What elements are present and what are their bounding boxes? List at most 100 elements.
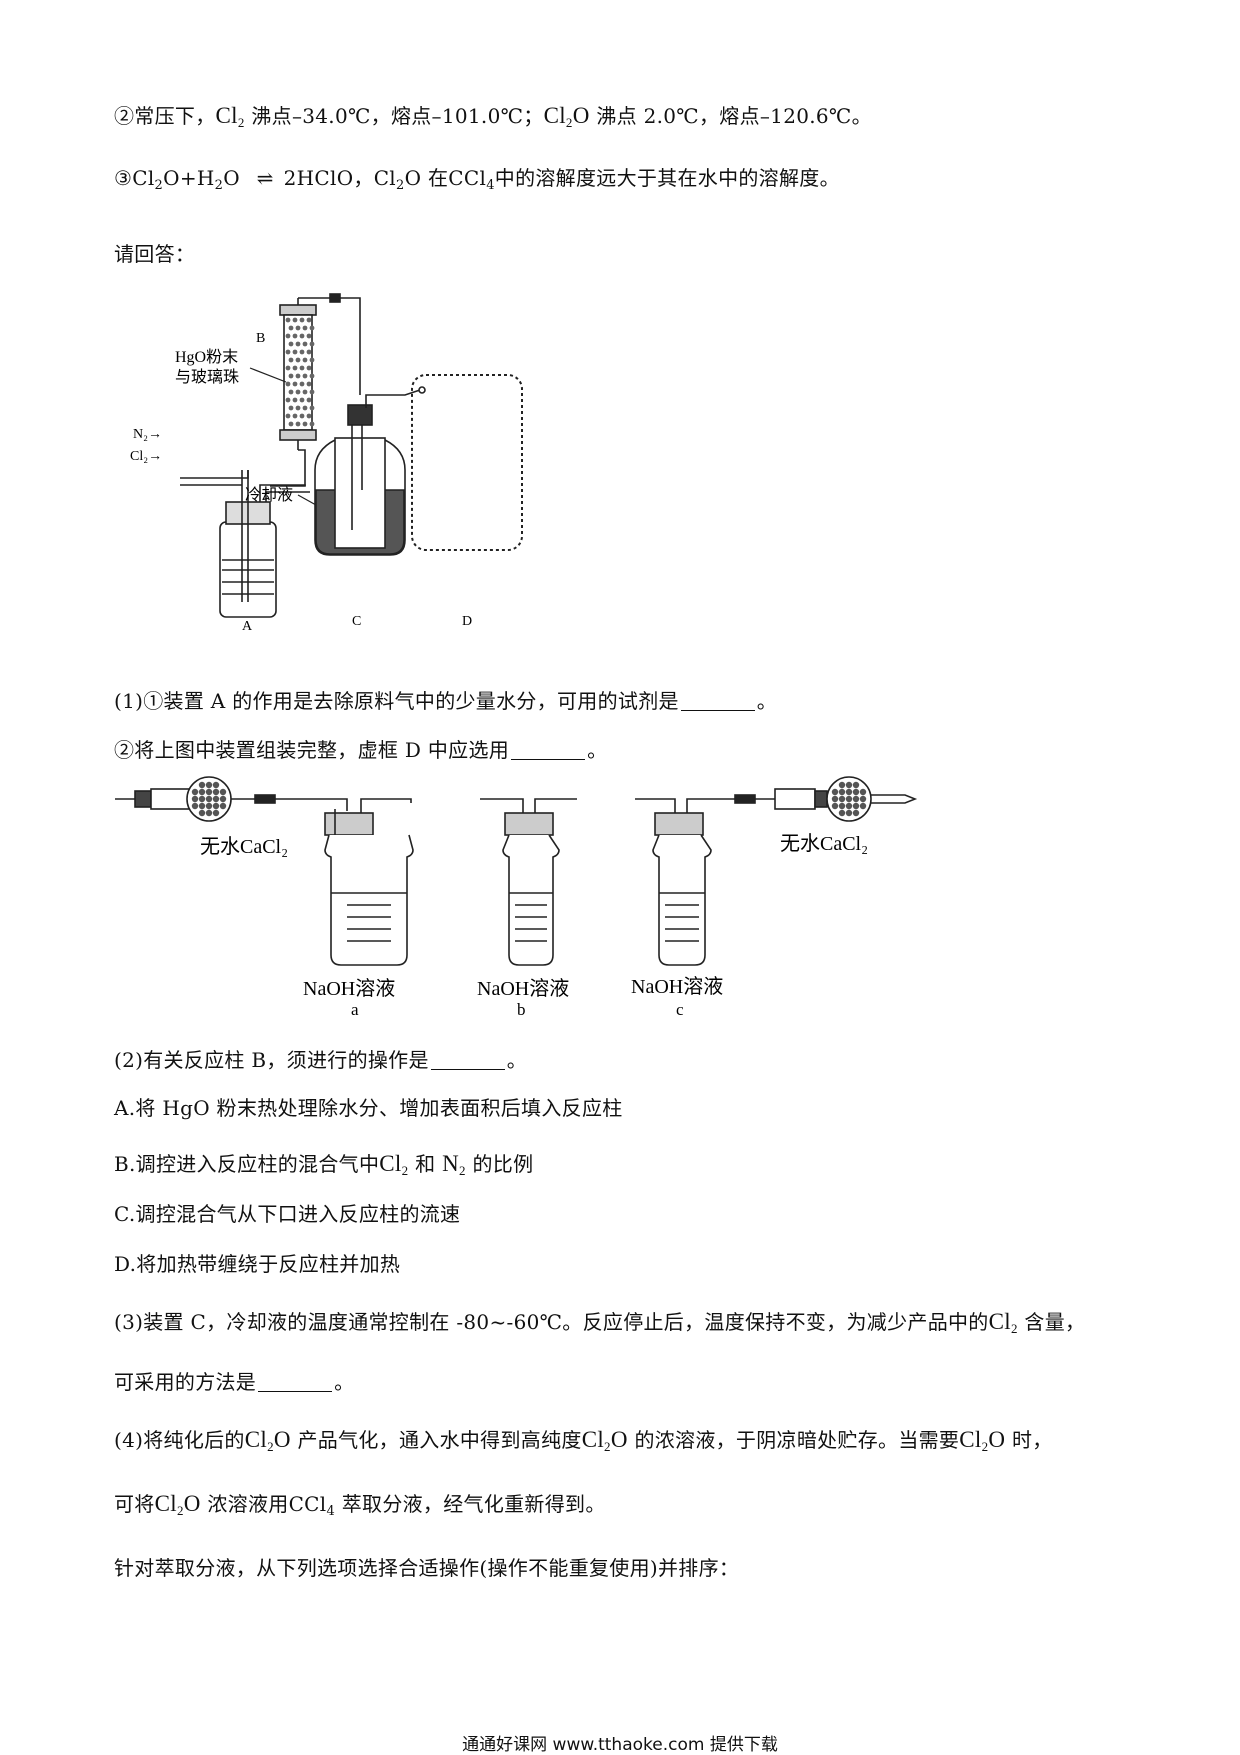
bead [198,802,206,810]
answer-blank[interactable] [680,692,755,711]
equilibrium-arrow: ⇌ [256,166,274,190]
bead [852,795,860,803]
bead [302,325,308,331]
bead [299,349,305,355]
footer: 通通好课网 www.tthaoke.com 提供下载 [462,1735,778,1755]
question-4-cont: 可将Cl2O 浓溶液用CCl4 萃取分液，经气化重新得到。 [114,1491,606,1519]
bead [306,365,312,371]
bead [299,413,305,419]
bead [838,781,846,789]
bead [285,317,291,323]
bead [309,341,315,347]
label-cl2: Cl₂→ [130,449,162,464]
bead [292,413,298,419]
bottle-c [314,386,426,556]
bead [299,317,305,323]
bead [859,802,867,810]
option-b: B.调控进入反应柱的混合气中Cl2 和 N2 的比例 [114,1151,534,1178]
bead [309,421,315,427]
bead [838,802,846,810]
label-naoh-b: NaOH溶液 [477,977,569,1000]
label-cacl2-right: 无水CaCl₂ [780,832,868,855]
bead [198,809,206,817]
question-4: (4)将纯化后的Cl2O 产品气化，通入水中得到高纯度Cl2O 的浓溶液，于阴凉… [114,1427,1053,1454]
bead [219,802,227,810]
question-3-cont: 可采用的方法是。 [114,1370,355,1394]
label-b: b [517,1000,526,1019]
answer-blank[interactable] [258,1373,333,1392]
option-a: A.将 HgO 粉末热处理除水分、增加表面积后填入反应柱 [114,1096,623,1120]
label-b: B [256,331,265,346]
option-a-apparatus [115,776,414,966]
bead [306,381,312,387]
bead [845,788,853,796]
bead [309,373,315,379]
bead [838,795,846,803]
bead [295,405,301,411]
label-hgo-1: HgO粉末 [175,348,238,366]
bead [219,788,227,796]
bead [309,325,315,331]
bead [285,365,291,371]
apparatus-figure: B HgO粉末 与玻璃珠 N₂→ Cl₂→ 冷却液 A C D [130,293,523,634]
label-coolant: 冷却液 [245,486,293,504]
bead [212,802,220,810]
bead [838,809,846,817]
bead [198,788,206,796]
bead [852,781,860,789]
bead [285,349,291,355]
bead [831,795,839,803]
reaction-column-b [270,293,361,487]
option-d: D.将加热带缠绕于反应柱并加热 [114,1252,401,1276]
given-info-2: ②常压下，Cl2 沸点–34.0℃，熔点–101.0℃；Cl2O 沸点 2.0℃… [114,103,872,130]
answer-blank[interactable] [511,741,586,760]
bead [838,788,846,796]
label-a: a [351,1000,359,1019]
bead [859,788,867,796]
answer-blank[interactable] [430,1051,505,1070]
bead [309,405,315,411]
bead [285,413,291,419]
bead [285,381,291,387]
given-info-3: ③Cl2O+H2O ⇌2HClO，Cl2O 在CCl4中的溶解度远大于其在水中的… [114,166,840,193]
bead [205,788,213,796]
label-n2: N₂→ [133,427,162,442]
bead [309,357,315,363]
bead [295,325,301,331]
option-c-apparatus [635,776,918,966]
bead [285,333,291,339]
label-d: D [462,614,472,629]
bead [191,788,199,796]
bead [845,802,853,810]
bead [212,795,220,803]
bead [292,397,298,403]
bead [295,421,301,427]
please-answer: 请回答： [114,242,196,266]
bead [306,317,312,323]
bead [831,788,839,796]
bead [845,809,853,817]
question-1-1: (1)①装置 A 的作用是去除原料气中的少量水分，可用的试剂是。 [114,689,778,713]
bead [295,357,301,363]
bead [198,795,206,803]
bead [302,341,308,347]
bead [288,325,294,331]
bead [302,421,308,427]
bead [205,781,213,789]
bead [212,809,220,817]
bead [306,349,312,355]
bead [309,389,315,395]
bead [859,795,867,803]
question-1-2: ②将上图中装置组装完整，虚框 D 中应选用。 [114,738,608,762]
bead [302,405,308,411]
dashed-box-d [411,374,523,551]
bead [852,809,860,817]
bead [288,373,294,379]
bead [288,389,294,395]
bead [292,317,298,323]
bead [292,349,298,355]
bead [198,781,206,789]
bead [191,802,199,810]
bead [302,373,308,379]
question-2: (2)有关反应柱 B，须进行的操作是。 [114,1048,528,1072]
